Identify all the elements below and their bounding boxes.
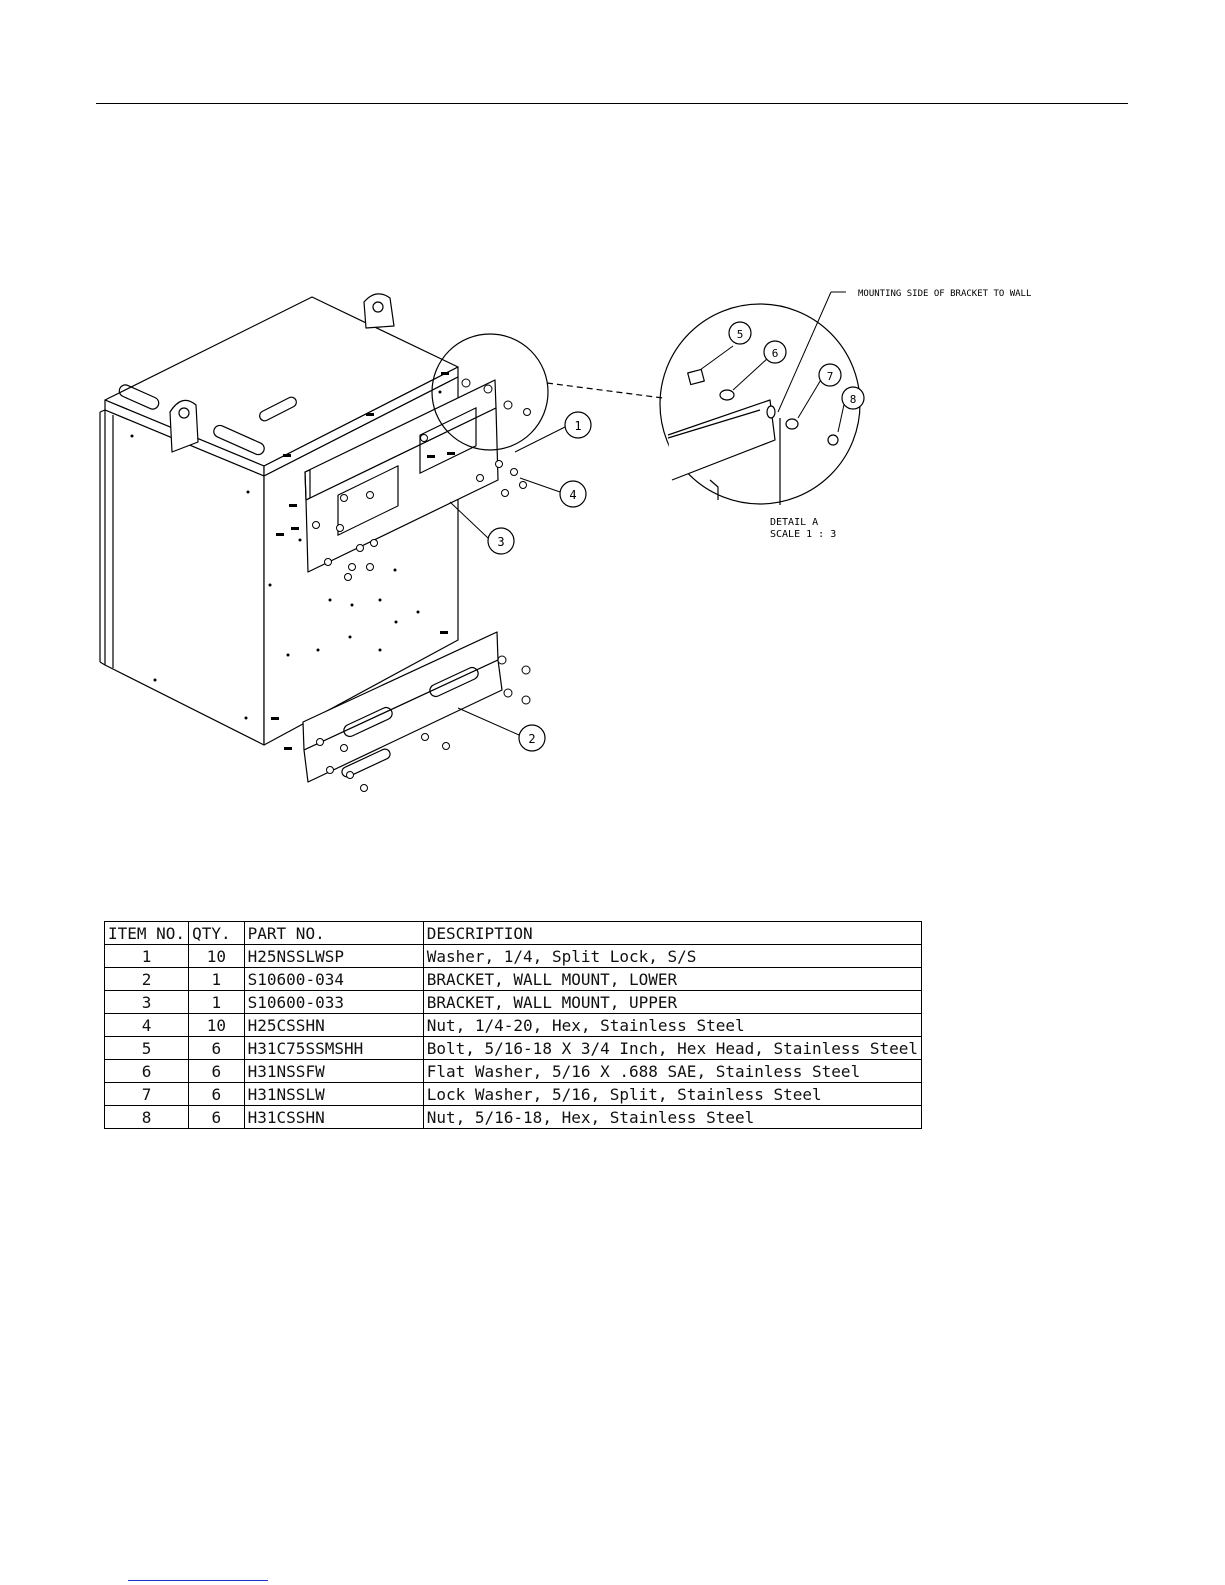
detail-a-view [431, 303, 861, 505]
bom-qty: 1 [188, 990, 245, 1014]
balloon-1: 1 [564, 411, 592, 439]
svg-text:2: 2 [528, 732, 535, 746]
table-row: 5 6 H31C75SSMSHH Bolt, 5/16-18 X 3/4 Inc… [103, 1036, 923, 1060]
bom-item: 4 [103, 1013, 190, 1037]
table-row: 8 6 H31CSSHN Nut, 5/16-18, Hex, Stainles… [103, 1105, 923, 1129]
balloon-6: 6 [763, 340, 787, 364]
bom-part: H31CSSHN [243, 1105, 424, 1129]
bom-header-row: ITEM NO. QTY. PART NO. DESCRIPTION [103, 921, 923, 945]
bom-header-qty: QTY. [188, 921, 245, 945]
bom-desc: Bolt, 5/16-18 X 3/4 Inch, Hex Head, Stai… [422, 1036, 923, 1060]
bom-qty: 6 [188, 1059, 245, 1083]
bill-of-materials: ITEM NO. QTY. PART NO. DESCRIPTION 1 10 … [103, 921, 923, 1129]
assembly-drawing: 1 4 3 2 5 6 7 8 [99, 289, 1031, 792]
bom-part: H31NSSLW [243, 1082, 424, 1106]
bom-item: 5 [103, 1036, 190, 1060]
bom-header-part: PART NO. [243, 921, 424, 945]
lower-bracket [302, 631, 503, 783]
balloon-5: 5 [728, 321, 752, 345]
bom-item: 1 [103, 944, 190, 968]
bom-header-desc: DESCRIPTION [422, 921, 923, 945]
table-row: 4 10 H25CSSHN Nut, 1/4-20, Hex, Stainles… [103, 1013, 923, 1037]
mounting-side-note: MOUNTING SIDE OF BRACKET TO WALL [858, 289, 1031, 299]
bom-desc: BRACKET, WALL MOUNT, LOWER [422, 967, 923, 991]
balloon-8: 8 [841, 386, 865, 410]
detail-a-scale: SCALE 1 : 3 [770, 529, 836, 540]
svg-text:7: 7 [827, 370, 834, 383]
bom-part: S10600-034 [243, 967, 424, 991]
bom-desc: Nut, 5/16-18, Hex, Stainless Steel [422, 1105, 923, 1129]
leader-lines [449, 291, 846, 736]
table-row: 3 1 S10600-033 BRACKET, WALL MOUNT, UPPE… [103, 990, 923, 1014]
bom-qty: 10 [188, 944, 245, 968]
bom-qty: 1 [188, 967, 245, 991]
table-row: 7 6 H31NSSLW Lock Washer, 5/16, Split, S… [103, 1082, 923, 1106]
bom-desc: Washer, 1/4, Split Lock, S/S [422, 944, 923, 968]
bom-desc: Lock Washer, 5/16, Split, Stainless Stee… [422, 1082, 923, 1106]
bom-desc: Nut, 1/4-20, Hex, Stainless Steel [422, 1013, 923, 1037]
bom-item: 3 [103, 990, 190, 1014]
balloon-4: 4 [559, 480, 587, 508]
bom-header-item: ITEM NO. [103, 921, 190, 945]
balloon-3: 3 [487, 527, 515, 555]
bom-item: 6 [103, 1059, 190, 1083]
balloons-detail: 5 6 7 8 [728, 321, 865, 410]
table-row: 6 6 H31NSSFW Flat Washer, 5/16 X .688 SA… [103, 1059, 923, 1083]
svg-text:4: 4 [569, 488, 576, 502]
bom-part: H31NSSFW [243, 1059, 424, 1083]
bom-item: 8 [103, 1105, 190, 1129]
bom-qty: 6 [188, 1105, 245, 1129]
bom-qty: 10 [188, 1013, 245, 1037]
hardware [271, 372, 531, 792]
bom-item: 2 [103, 967, 190, 991]
bom-qty: 6 [188, 1082, 245, 1106]
header-rule [96, 103, 1128, 104]
table-row: 2 1 S10600-034 BRACKET, WALL MOUNT, LOWE… [103, 967, 923, 991]
bom-part: S10600-033 [243, 990, 424, 1014]
detail-a-title: DETAIL A [770, 517, 818, 528]
footer-link-underline[interactable] [128, 1580, 268, 1581]
bom-qty: 6 [188, 1036, 245, 1060]
bom-part: H25NSSLWSP [243, 944, 424, 968]
bom-part: H31C75SSMSHH [243, 1036, 424, 1060]
svg-text:1: 1 [574, 419, 581, 433]
bom-desc: BRACKET, WALL MOUNT, UPPER [422, 990, 923, 1014]
bom-part: H25CSSHN [243, 1013, 424, 1037]
svg-text:6: 6 [772, 347, 779, 360]
svg-text:8: 8 [850, 393, 857, 406]
bom-item: 7 [103, 1082, 190, 1106]
svg-text:5: 5 [737, 328, 744, 341]
balloon-2: 2 [518, 724, 546, 752]
table-row: 1 10 H25NSSLWSP Washer, 1/4, Split Lock,… [103, 944, 923, 968]
balloon-7: 7 [818, 363, 842, 387]
svg-text:3: 3 [497, 535, 504, 549]
upper-bracket [304, 379, 499, 573]
balloons-main: 1 4 3 2 [487, 411, 592, 752]
bom-desc: Flat Washer, 5/16 X .688 SAE, Stainless … [422, 1059, 923, 1083]
